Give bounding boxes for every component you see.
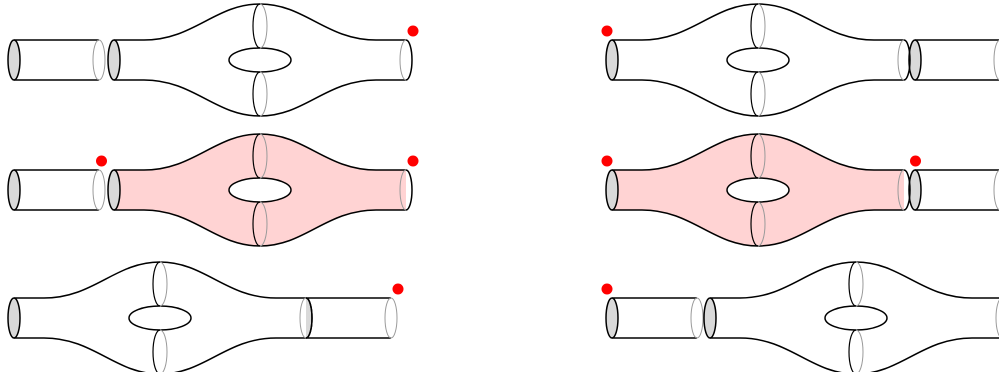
surface-right-rim-back [995, 299, 999, 337]
marker-dot [601, 283, 613, 295]
cylinder-far-rim [993, 169, 999, 211]
upper-cut-back [259, 133, 268, 179]
panel-bottom-left [7, 261, 404, 372]
cylinder-far-rim [690, 297, 704, 339]
cylinder-end-cap [7, 39, 21, 81]
marker-dot [96, 155, 107, 167]
cylinder-body [14, 39, 99, 81]
cylinder-end-cap [7, 169, 21, 211]
genus-hole [228, 177, 292, 203]
marker-dot [601, 25, 613, 37]
marker-dot [407, 25, 419, 37]
surface-left-cap [703, 297, 717, 339]
upper-cut-back [757, 133, 766, 179]
upper-cut-front [252, 133, 261, 179]
cylinder-end-cap [908, 39, 922, 81]
genus-hole [726, 177, 790, 203]
surface-right-rim [903, 39, 911, 81]
upper-cut-front [152, 261, 161, 307]
lower-cut-back [159, 329, 168, 372]
upper-cut-front [848, 261, 857, 307]
surface-right-rim [305, 297, 313, 339]
panel-top-left [7, 3, 419, 117]
upper-cut-front [750, 133, 759, 179]
surface-left-cap [107, 169, 121, 211]
upper-cut-front [750, 3, 759, 49]
lower-cut-back [259, 201, 268, 247]
cylinder-body [915, 169, 999, 211]
genus-hole [726, 47, 790, 73]
surface-left-cap [605, 39, 619, 81]
lower-cut-back [757, 71, 766, 117]
surface-right-rim [903, 169, 911, 211]
panel-bottom-right [601, 261, 999, 372]
marker-dot [910, 155, 921, 167]
cylinder-far-rim [993, 39, 999, 81]
cylinder-body [306, 297, 391, 339]
cylinder-body [14, 169, 99, 211]
upper-cut-back [855, 261, 864, 307]
cylinder-body [612, 297, 697, 339]
panel-top-right [601, 3, 999, 117]
cylinder-far-rim [92, 169, 106, 211]
surface-right-rim [405, 39, 413, 81]
cylinder-far-rim [384, 297, 398, 339]
upper-cut-back [259, 3, 268, 49]
genus-hole [128, 305, 192, 331]
lower-cut-back [855, 329, 864, 372]
surface-left-cap [7, 297, 21, 339]
lower-cut-front [252, 71, 261, 117]
lower-cut-back [259, 71, 268, 117]
lower-cut-front [848, 329, 857, 372]
surface-left-cap [107, 39, 121, 81]
genus-hole [824, 305, 888, 331]
upper-cut-back [159, 261, 168, 307]
marker-dot [392, 283, 404, 295]
cylinder-far-rim [92, 39, 106, 81]
surface-left-cap [605, 169, 619, 211]
cylinder-body [915, 39, 999, 81]
lower-cut-front [252, 201, 261, 247]
genus-hole [228, 47, 292, 73]
surface-right-rim [405, 169, 413, 211]
marker-dot [601, 155, 613, 167]
panel-middle-right [601, 133, 999, 247]
upper-cut-back [757, 3, 766, 49]
lower-cut-front [750, 201, 759, 247]
cylinder-end-cap [605, 297, 619, 339]
lower-cut-front [750, 71, 759, 117]
lower-cut-front [152, 329, 161, 372]
upper-cut-front [252, 3, 261, 49]
marker-dot [407, 155, 419, 167]
cylinder-end-cap [908, 169, 922, 211]
panel-middle-left [7, 133, 419, 247]
lower-cut-back [757, 201, 766, 247]
